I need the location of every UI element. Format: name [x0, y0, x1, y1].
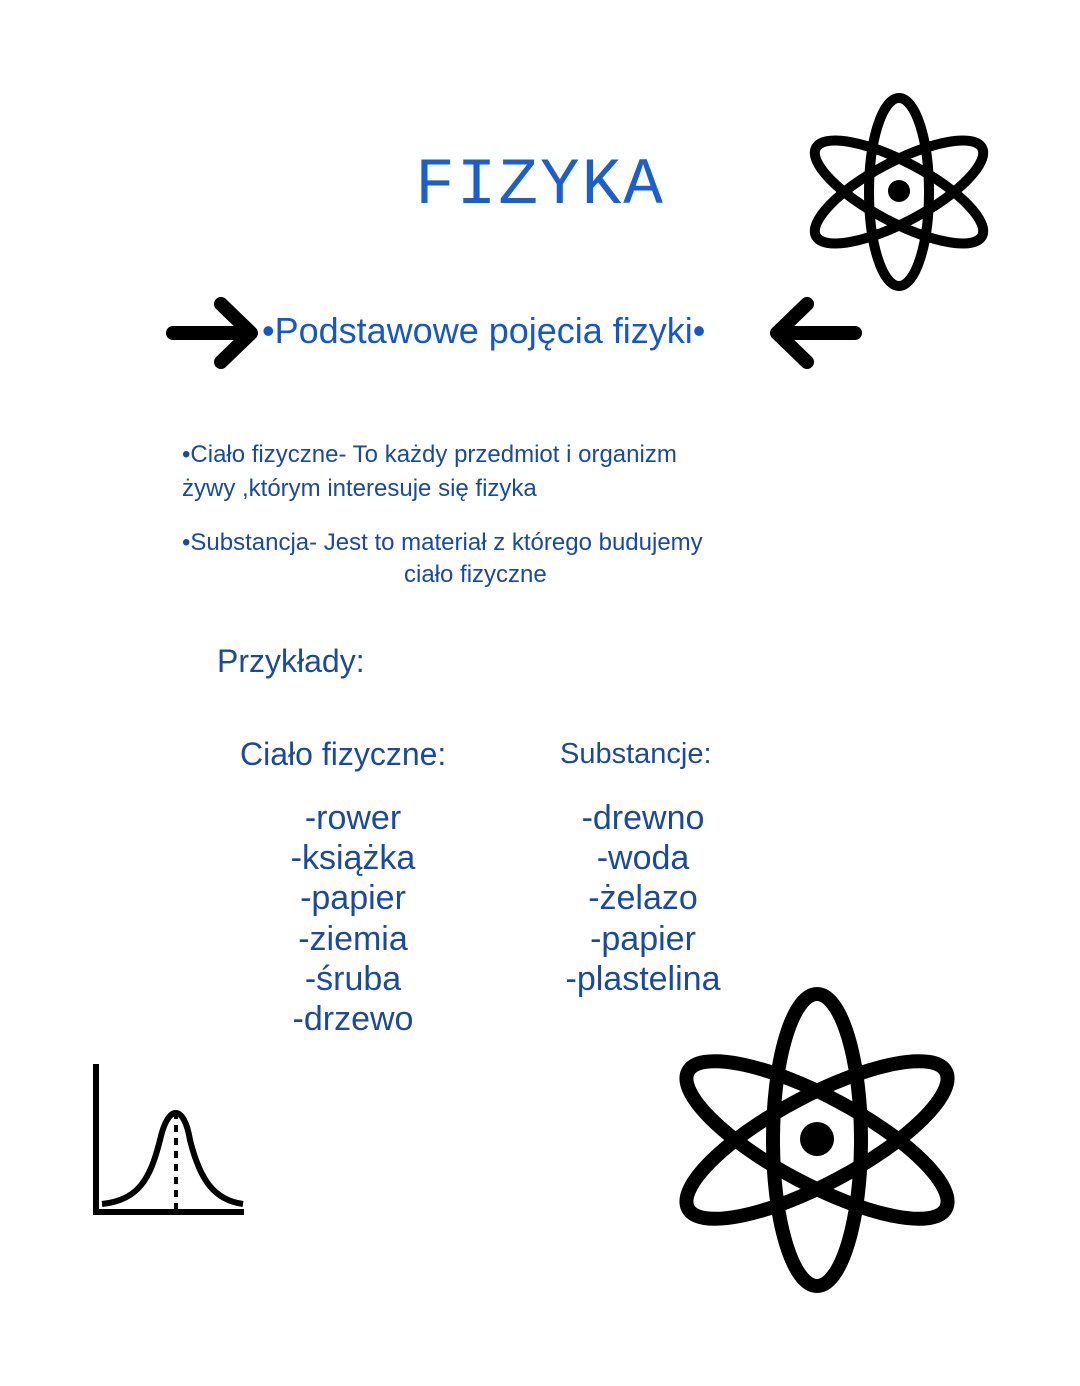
definition-line: ciało fizyczne	[404, 561, 547, 588]
atom-icon	[808, 92, 990, 292]
list-substancje: -drewno -woda -żelazo -papier -plastelin…	[543, 798, 743, 999]
page-title: FIZYKA	[415, 148, 665, 223]
list-item: -woda	[596, 839, 690, 878]
definition-line: żywy ,którym interesuje się fizyka	[182, 475, 537, 502]
list-item: -żelazo	[588, 879, 698, 918]
definition-cialo-fizyczne: •Ciało fizyczne- To każdy przedmiot i or…	[182, 438, 677, 506]
list-item: -papier	[300, 879, 406, 918]
list-item: -drewno	[581, 799, 705, 837]
examples-heading: Przykłady:	[217, 643, 365, 679]
definition-substancja: •Substancja- Jest to materiał z którego …	[182, 526, 703, 590]
column-header-substancje: Substancje:	[560, 738, 712, 770]
definition-line: •Substancja- Jest to materiał z którego …	[182, 529, 703, 556]
list-item: -papier	[590, 919, 696, 958]
atom-icon	[678, 985, 956, 1295]
list-item: -rower	[304, 799, 402, 837]
arrow-left-icon	[767, 296, 863, 370]
definition-line: •Ciało fizyczne- To każdy przedmiot i or…	[182, 441, 677, 468]
list-item: -drzewo	[292, 1000, 414, 1039]
list-item: -książka	[290, 839, 416, 878]
list-cialo-fizyczne: -rower -książka -papier -ziemia -śruba -…	[253, 798, 453, 1039]
arrow-right-icon	[165, 296, 261, 370]
bell-curve-chart-icon	[88, 1060, 250, 1220]
column-header-cialo-fizyczne: Ciało fizyczne:	[240, 736, 447, 772]
list-item: -ziemia	[298, 919, 408, 958]
list-item: -plastelina	[565, 959, 721, 998]
section-subtitle: •Podstawowe pojęcia fizyki•	[262, 310, 706, 351]
list-item: -śruba	[304, 959, 402, 998]
